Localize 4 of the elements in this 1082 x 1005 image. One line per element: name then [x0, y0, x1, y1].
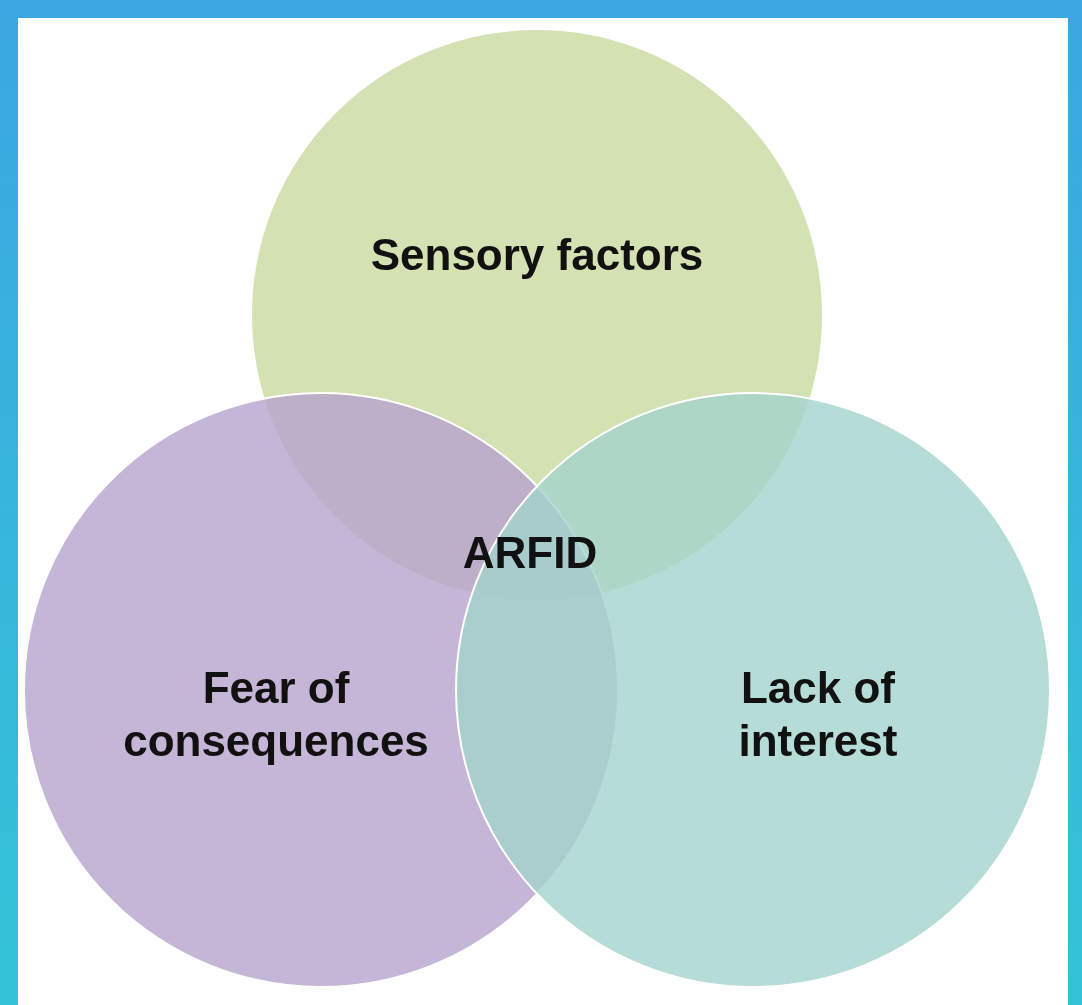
circle-label: Lack of interest: [737, 662, 899, 767]
circle-label: Fear of consequences: [122, 662, 430, 767]
center-label: ARFID: [462, 526, 598, 579]
circle-label: Sensory factors: [369, 228, 705, 281]
